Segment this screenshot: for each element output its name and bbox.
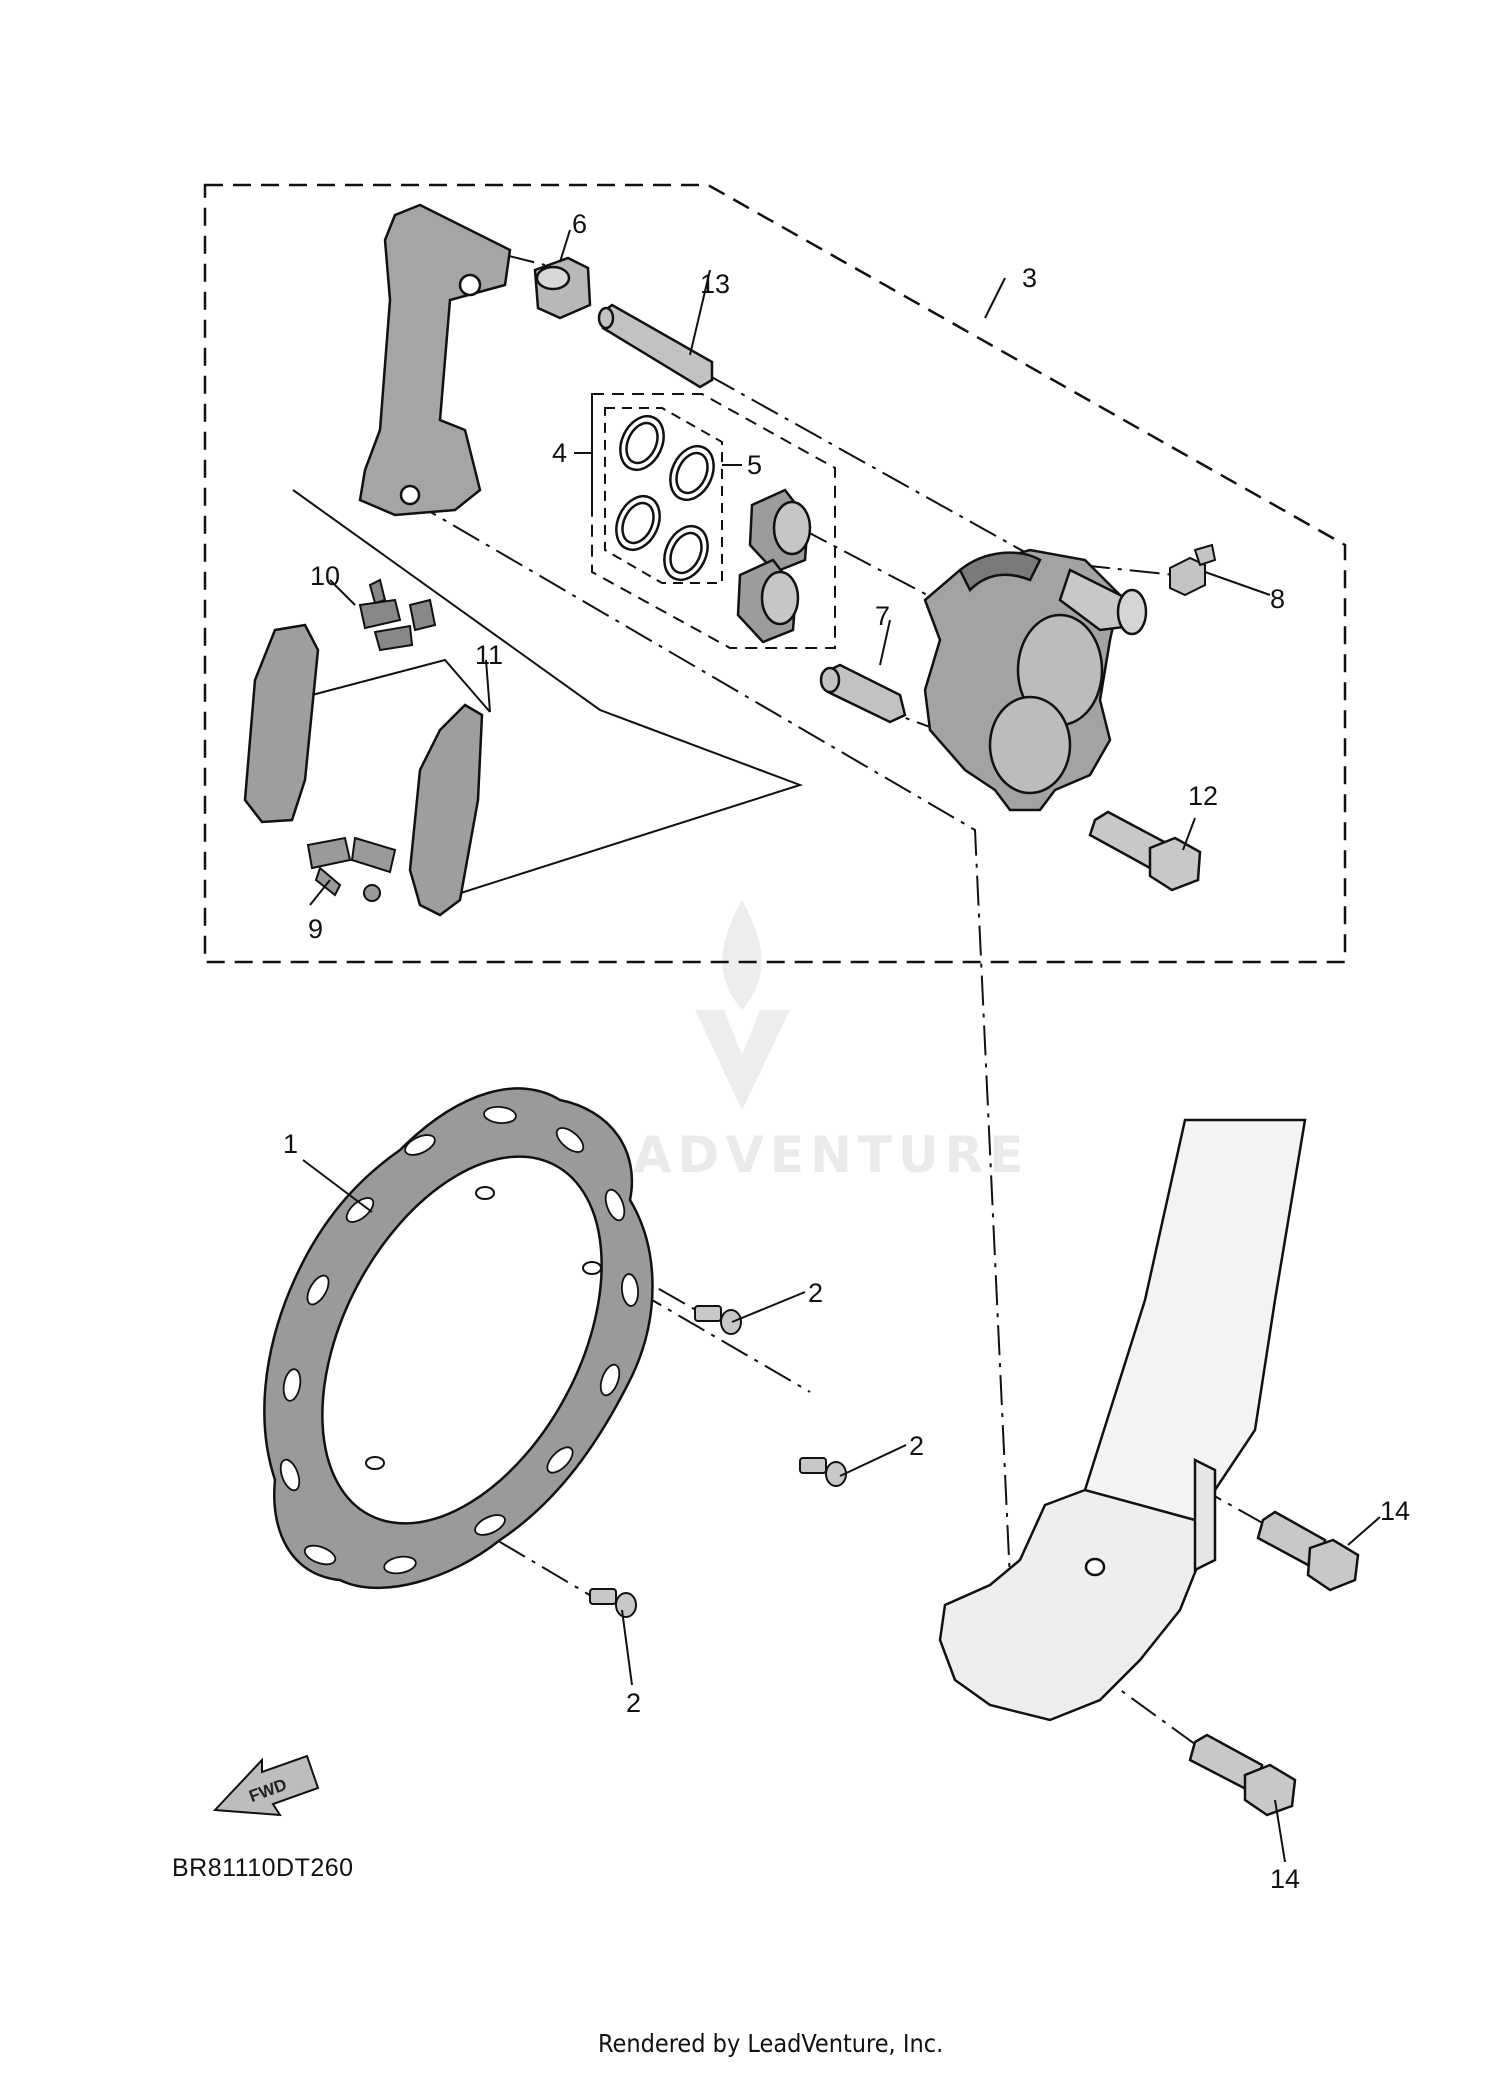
callout-2-upper: 2 <box>808 1278 823 1308</box>
brake-disc <box>263 1087 654 1590</box>
callout-6: 6 <box>572 209 587 239</box>
callout-1: 1 <box>283 1129 298 1159</box>
callout-14-upper: 14 <box>1380 1496 1410 1526</box>
disc-bolt-middle <box>799 1457 847 1487</box>
callout-13: 13 <box>700 269 730 299</box>
callout-8: 8 <box>1270 584 1285 614</box>
brake-pad-right <box>408 703 484 917</box>
disc-bolt-lower <box>589 1588 637 1618</box>
callout-2-lower: 2 <box>626 1688 641 1718</box>
callout-10: 10 <box>310 561 340 591</box>
forward-direction-arrow: FWD <box>212 1754 320 1817</box>
callout-3: 3 <box>1022 263 1037 293</box>
seal-kit-boundary <box>591 393 836 649</box>
callout-11: 11 <box>475 640 503 670</box>
brake-pad-left <box>243 623 320 824</box>
front-fork <box>938 1118 1307 1722</box>
caliper-body <box>923 548 1148 812</box>
leader-lines <box>302 229 1381 1863</box>
footer-credit: Rendered by LeadVenture, Inc. <box>598 2029 943 2058</box>
pin-boot <box>533 256 592 320</box>
callout-9: 9 <box>308 914 323 944</box>
caliper-assembly-boundary <box>203 183 1347 964</box>
diagram-code: BR81110DT260 <box>172 1854 354 1882</box>
disc-bolts <box>589 1305 847 1618</box>
axle-bolt-lower <box>1188 1733 1297 1817</box>
callout-12: 12 <box>1188 781 1218 811</box>
piston-seal-boundary <box>604 407 723 584</box>
slide-pin-13 <box>597 303 714 389</box>
piston-seals <box>615 415 715 581</box>
callout-5: 5 <box>747 450 762 480</box>
callout-numbers: 1 2 2 2 3 4 5 6 7 8 9 10 11 12 13 14 14 <box>283 209 1410 1894</box>
pad-spring <box>358 578 437 652</box>
caliper-bracket <box>358 203 512 517</box>
axle-bolt-upper <box>1256 1510 1360 1592</box>
caliper-bolt-12 <box>1088 810 1202 892</box>
axle-holder-bolts <box>1188 1510 1360 1817</box>
pistons <box>736 488 812 644</box>
callout-4: 4 <box>552 438 567 468</box>
callout-7: 7 <box>875 601 890 631</box>
bleed-screw <box>1169 543 1217 597</box>
watermark: LEADVENTURE <box>555 900 1029 1184</box>
brake-pads <box>243 623 484 917</box>
callout-2-middle: 2 <box>909 1431 924 1461</box>
disc-bolt-upper <box>694 1305 742 1335</box>
slide-pin-7 <box>819 663 907 724</box>
callout-14-lower: 14 <box>1270 1864 1300 1894</box>
watermark-text: LEADVENTURE <box>555 1126 1029 1184</box>
pad-reference-lines <box>292 489 804 899</box>
